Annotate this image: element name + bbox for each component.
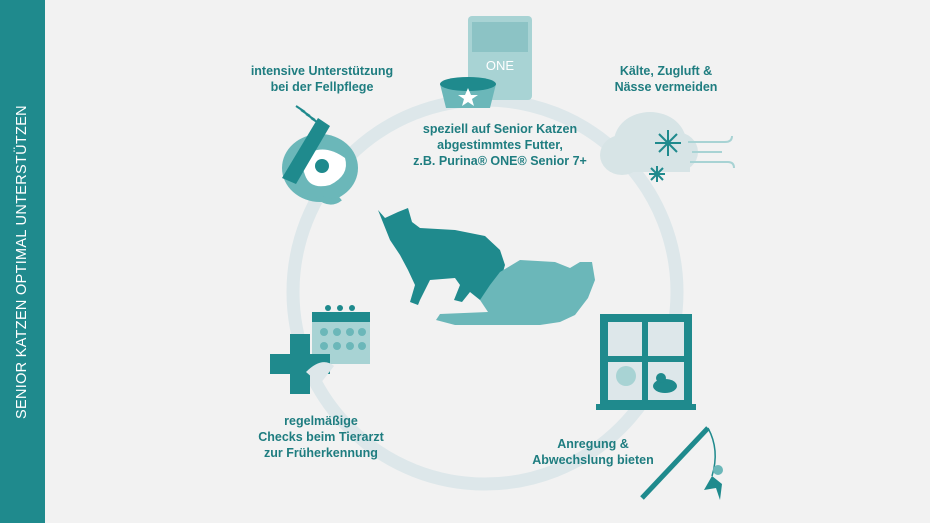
label-vet: regelmäßige Checks beim Tierarzt zur Frü… <box>246 413 396 461</box>
brush-cat-icon <box>282 106 358 202</box>
window-cat-toy-icon <box>596 314 723 500</box>
bag-label: ONE <box>486 58 515 73</box>
label-grooming: intensive Unterstützung bei der Fellpfle… <box>244 63 400 95</box>
calendar-medical-cross-icon <box>270 305 370 394</box>
cloud-snow-wind-icon <box>600 112 734 182</box>
two-cats-icon <box>378 208 595 325</box>
label-food: speziell auf Senior Katzen abgestimmtes … <box>402 121 598 169</box>
label-play: Anregung & Abwechslung bieten <box>518 436 668 468</box>
label-weather: Kälte, Zugluft & Nässe vermeiden <box>598 63 734 95</box>
food-bag-bowl-icon: ONE <box>440 16 532 108</box>
